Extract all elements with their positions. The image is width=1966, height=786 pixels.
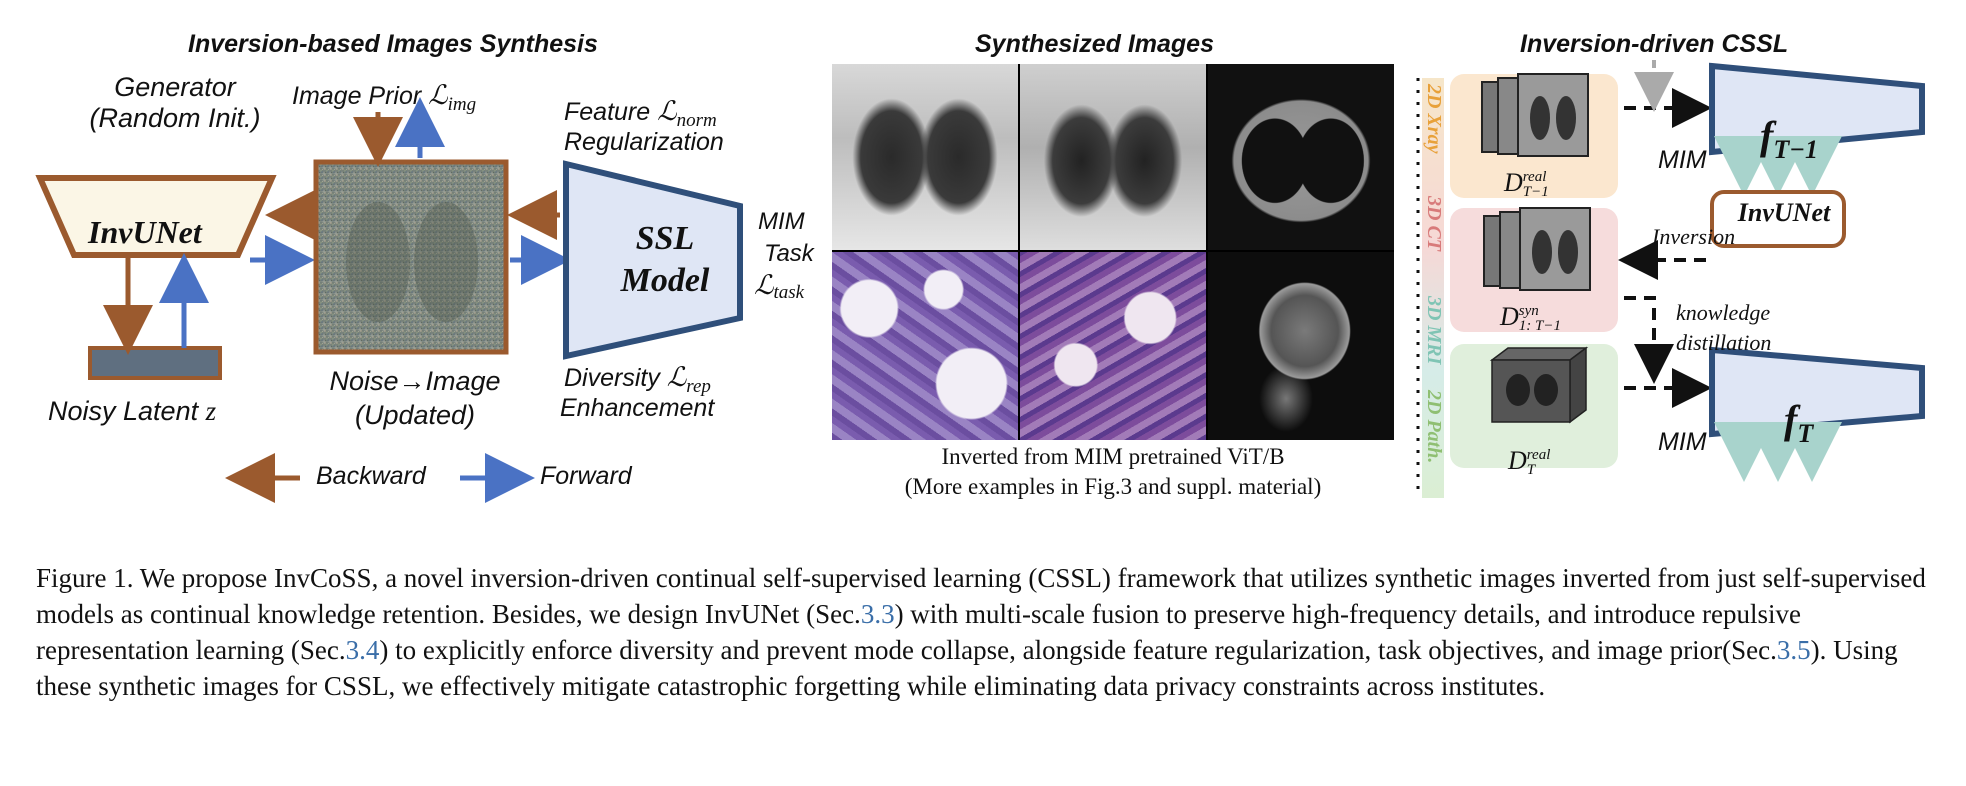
noise-image-line2: (Updated) (354, 400, 476, 430)
invunet-box (1710, 190, 1846, 248)
modality-label-mri: 3D MRI (1423, 296, 1445, 365)
mim-top-label: MIM (1658, 146, 1707, 174)
modality-label-xray: 2D Xray (1423, 84, 1445, 154)
inversion-label: Inversion (1652, 224, 1736, 249)
generator-label-line1: Generator (114, 72, 236, 102)
middle-caption-line1: Inverted from MIM pretrained ViT/B (941, 444, 1285, 469)
diversity-label: Diversity ℒrep (564, 362, 711, 398)
noise-image-line1: Noise→Image (329, 366, 501, 396)
caption-mid1: ) with multi-scale fusion to preserve hi… (36, 599, 1802, 665)
mim-bottom-label: MIM (1658, 428, 1707, 456)
model-prev-f: f (1760, 113, 1774, 158)
noise-image (313, 159, 509, 355)
legend-backward: Backward (316, 462, 426, 490)
diversity-symbol: ℒ (666, 362, 687, 392)
enhancement-label: Enhancement (560, 394, 715, 422)
image-prior-text: Image Prior (292, 82, 422, 110)
model-cur-trapezoid (1709, 346, 1925, 438)
pathology-image-2 (1020, 252, 1206, 440)
knowledge-line1: knowledge (1676, 300, 1771, 325)
task-symbol: ℒ (754, 270, 774, 300)
diversity-sub: rep (686, 376, 711, 397)
dataset-syn-d: D (1500, 302, 1519, 331)
left-panel-title: Inversion-based Images Synthesis (188, 30, 598, 58)
image-prior-label: Image Prior ℒimg (292, 80, 476, 116)
modality-label-ct: 3D CT (1423, 196, 1445, 251)
noise-image-label: Noise→Image (Updated) (300, 364, 530, 432)
distillation-line2: distillation (1676, 330, 1772, 355)
caption-prefix: Figure 1. We propose InvCoSS, a novel in… (36, 563, 1926, 629)
ssl-model-label: SSL Model (620, 218, 710, 302)
mim-label: MIM (758, 208, 805, 235)
task-label: Task (764, 240, 814, 267)
model-cur-label: fT (1784, 396, 1813, 449)
feature-text: Feature (564, 98, 651, 126)
synthesized-image-grid (832, 64, 1394, 440)
right-diagram-svg (1416, 60, 1925, 498)
dataset-prev-sub: T−1 (1522, 184, 1549, 201)
feature-label: Feature ℒnorm (564, 96, 717, 132)
ssl-model-trapezoid (563, 160, 743, 360)
middle-panel-caption: Inverted from MIM pretrained ViT/B (More… (832, 442, 1394, 502)
model-prev-trapezoid (1709, 62, 1925, 156)
right-panel-title: Inversion-driven CSSL (1520, 30, 1789, 58)
feature-symbol: ℒ (657, 96, 677, 126)
image-prior-sub: img (447, 94, 477, 115)
legend-forward: Forward (540, 462, 632, 490)
pathology-image-1 (832, 252, 1018, 440)
task-loss: ℒtask (754, 270, 804, 304)
caption-ref-3-3[interactable]: 3.3 (860, 599, 895, 629)
dataset-syn-sub: 1: T−1 (1518, 318, 1561, 335)
noisy-latent-bar (88, 346, 222, 380)
modality-label-path: 2D Path. (1423, 390, 1445, 464)
mri-image (1208, 252, 1394, 440)
generator-label-line2: (Random Init.) (89, 103, 261, 133)
xray-image-2 (1020, 64, 1206, 250)
model-cur-sub: T (1797, 419, 1814, 448)
model-cur-f: f (1784, 397, 1798, 442)
generator-name: InvUNet (88, 214, 202, 250)
dataset-cur-d: D (1508, 446, 1527, 475)
knowledge-distillation-label: knowledge distillation (1676, 298, 1771, 358)
caption-ref-3-4[interactable]: 3.4 (345, 635, 380, 665)
feature-sub: norm (676, 110, 717, 131)
ct-image (1208, 64, 1394, 250)
model-prev-sub: T−1 (1773, 135, 1818, 164)
caption-mid2: ) to explicitly enforce diversity and pr… (379, 635, 1777, 665)
left-diagram-svg (35, 97, 743, 503)
regularization-label: Regularization (564, 128, 724, 156)
noisy-latent-text: Noisy Latent (48, 396, 199, 426)
dataset-syn-sup: syn (1518, 303, 1539, 320)
model-prev-label: fT−1 (1760, 112, 1818, 165)
generator-label: Generator (Random Init.) (80, 72, 270, 134)
caption-suffix: ). Using these synthetic images for CSSL… (36, 635, 1898, 701)
caption-ref-3-5[interactable]: 3.5 (1776, 635, 1811, 665)
xray-image-1 (832, 64, 1018, 250)
noisy-latent-label: Noisy Latent z (48, 396, 216, 427)
ssl-line2: Model (620, 262, 710, 299)
modality-band (1422, 78, 1444, 498)
noisy-latent-var: z (205, 396, 217, 426)
invunet-label: InvUNet (1737, 198, 1831, 227)
dataset-cur-sup: real (1526, 447, 1551, 464)
dataset-prev-sup: real (1522, 169, 1547, 186)
middle-panel-title: Synthesized Images (975, 30, 1214, 58)
ssl-line1: SSL (635, 220, 695, 257)
dataset-prev-d: D (1504, 168, 1523, 197)
dataset-cur-sub: T (1526, 462, 1536, 479)
diversity-text: Diversity (564, 364, 660, 392)
image-prior-symbol: ℒ (428, 80, 448, 110)
figure-caption: Figure 1. We propose InvCoSS, a novel in… (36, 560, 1936, 704)
task-sub: task (773, 282, 805, 304)
middle-caption-line2: (More examples in Fig.3 and suppl. mater… (904, 474, 1322, 499)
generator-trapezoid (35, 175, 277, 258)
